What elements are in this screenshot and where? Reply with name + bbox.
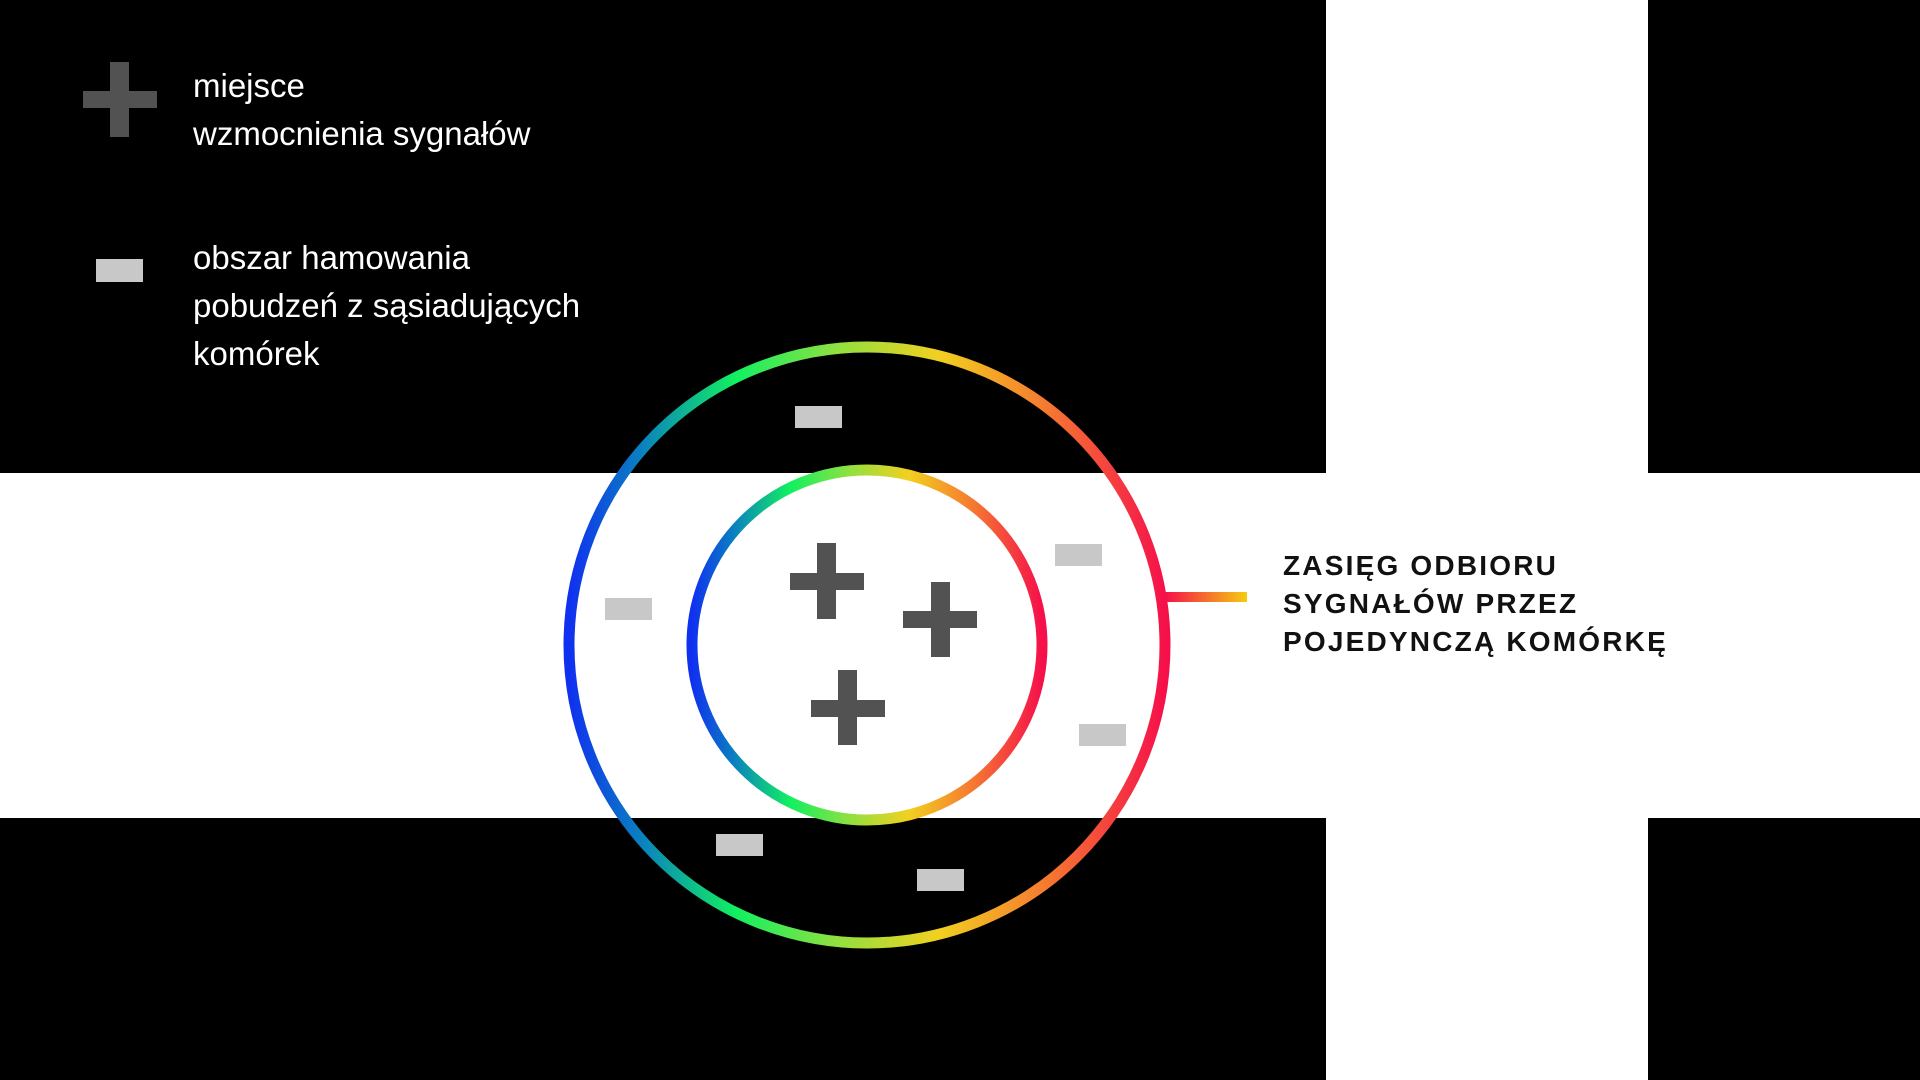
legend-minus-label: obszar hamowania pobudzeń z sąsiadującyc…	[193, 234, 580, 378]
legend-plus-line-2: wzmocnienia sygnałów	[193, 115, 531, 152]
callout-line-2: SYGNAŁÓW PRZEZ	[1283, 588, 1579, 619]
minus-marker	[1055, 544, 1102, 566]
minus-marker	[917, 869, 964, 891]
minus-marker	[1079, 724, 1126, 746]
callout-label: ZASIĘG ODBIORU SYGNAŁÓW PRZEZ POJEDYNCZĄ…	[1283, 547, 1668, 661]
legend-minus-line-3: komórek	[193, 335, 320, 372]
vertical-white-band	[1326, 0, 1648, 1080]
legend-plus-icon	[83, 62, 157, 137]
plus-marker	[903, 582, 977, 657]
legend-minus-icon	[96, 259, 143, 282]
callout-connector-line	[1165, 592, 1247, 602]
legend-plus-label: miejsce wzmocnienia sygnałów	[193, 62, 531, 158]
callout-line-3: POJEDYNCZĄ KOMÓRKĘ	[1283, 626, 1668, 657]
callout-line-1: ZASIĘG ODBIORU	[1283, 550, 1559, 581]
outer-ring	[563, 341, 1171, 949]
minus-marker	[795, 406, 842, 428]
legend-minus-line-2: pobudzeń z sąsiadujących	[193, 287, 581, 324]
plus-marker	[811, 670, 885, 745]
legend-minus-line-1: obszar hamowania	[193, 239, 470, 276]
inner-ring	[686, 464, 1048, 826]
plus-marker	[790, 543, 864, 619]
minus-marker	[605, 598, 652, 620]
legend-plus-line-1: miejsce	[193, 67, 305, 104]
minus-marker	[716, 834, 763, 856]
